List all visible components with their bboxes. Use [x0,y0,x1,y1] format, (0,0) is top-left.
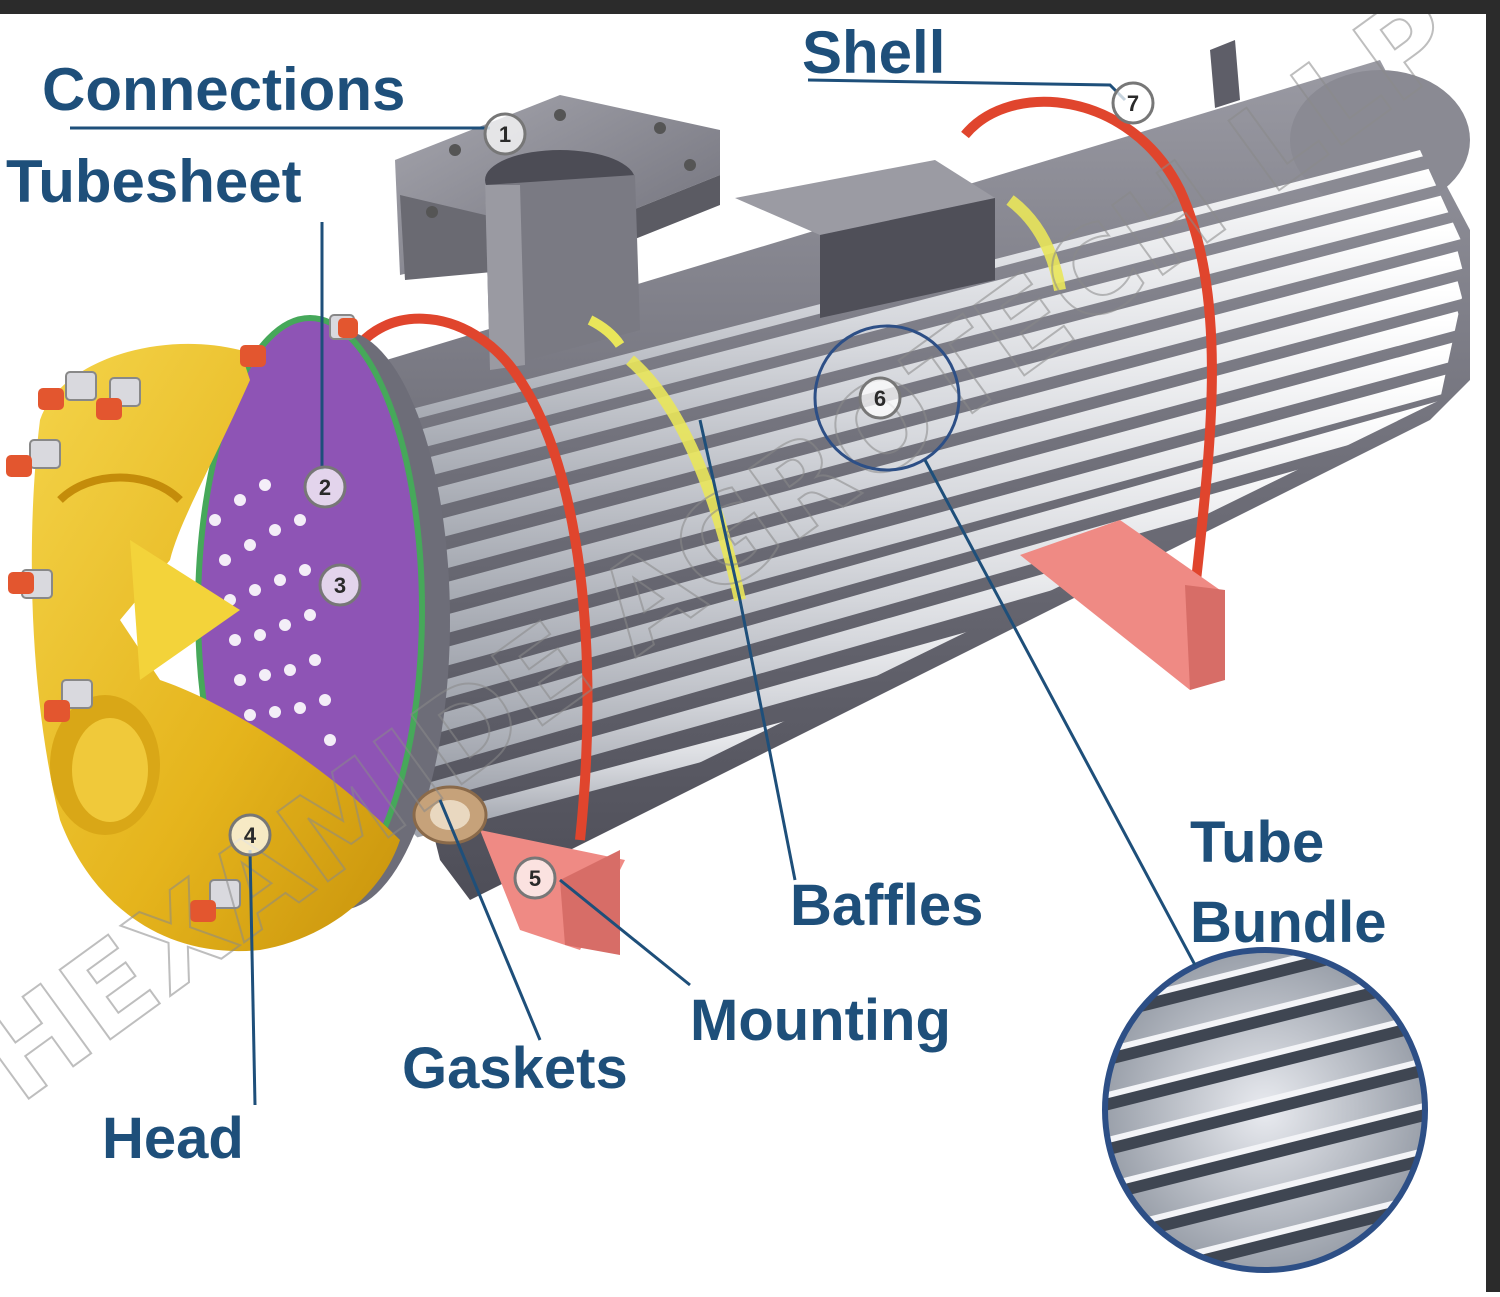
tube-bundle-inset [1102,947,1428,1273]
callout-5: 5 [513,856,557,900]
callout-6: 6 [858,376,902,420]
callout-1: 1 [483,112,527,156]
label-mounting: Mounting [690,988,951,1053]
svg-text:5: 5 [529,866,541,891]
label-baffles: Baffles [790,873,983,938]
svg-text:3: 3 [334,573,346,598]
mounting-leader [559,878,691,987]
top-border [0,0,1500,14]
zoom-circle-shell [813,324,961,472]
callout-3: 3 [318,563,362,607]
svg-text:4: 4 [244,823,257,848]
label-head: Head [102,1106,244,1171]
label-gaskets: Gaskets [402,1036,628,1101]
head-leader [248,849,257,1106]
callout-2: 2 [303,465,347,509]
tie-rods [340,96,1217,841]
label-tubesheet: Tubesheet [6,148,302,215]
leader-lines [70,78,1197,1106]
label-tube: Tube [1190,810,1324,875]
label-bundle: Bundle [1190,890,1387,955]
label-connections: Connections [42,56,405,123]
part-labels: Connections Tubesheet Shell Baffles Tube… [6,19,1387,1171]
callout-4: 4 [228,813,272,857]
baffles-leader [698,419,797,881]
shell-top-plate [735,160,995,318]
svg-text:7: 7 [1127,91,1139,116]
inlet-nozzle [395,95,720,370]
label-shell: Shell [802,19,945,86]
right-border [1486,0,1500,1292]
svg-text:6: 6 [874,386,886,411]
callout-markers: 1 2 3 4 5 6 7 [228,81,1155,900]
svg-text:2: 2 [319,475,331,500]
gasket [412,785,488,845]
callout-7: 7 [1111,81,1155,125]
bolts [6,314,358,922]
head [31,343,400,952]
gaskets-leader [438,799,542,1041]
svg-text:1: 1 [499,122,511,147]
tube-bundle-leader [923,459,1197,966]
